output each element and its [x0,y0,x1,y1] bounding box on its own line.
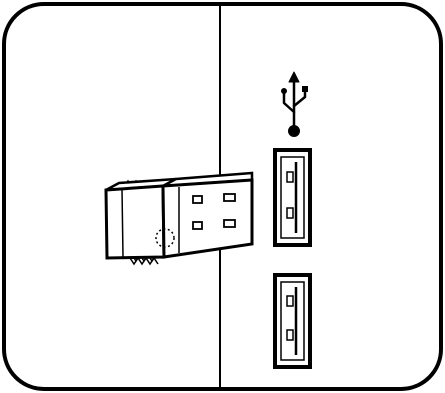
drive-body-edge [121,188,124,258]
led-indicator [155,228,175,248]
connector-holes [192,193,236,230]
usb-port-lower [273,273,312,369]
drive-body-front [104,184,166,260]
drive-connector-front [161,178,254,259]
usb-port-upper [273,148,312,247]
usb-flash-drive [104,171,254,266]
usb-symbol-icon [281,71,308,137]
drive-grip-bottom [129,253,159,266]
